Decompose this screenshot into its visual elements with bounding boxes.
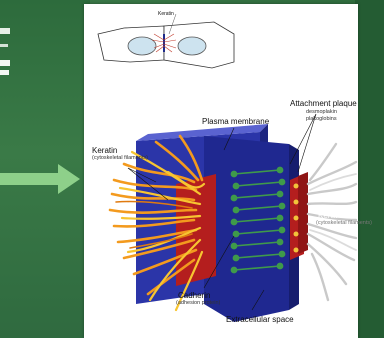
keratin-left-label: Keratin (92, 147, 117, 155)
keratin-right-label: Keratin (318, 212, 343, 220)
cadherin-sublabel: (adhesion protein) (176, 301, 220, 307)
desmoplakin-label: desmoplakin (306, 110, 337, 116)
desmosome-diagram-panel: Keratin Plasma membrane Attachment plaqu… (84, 4, 358, 338)
arrow-right-icon (0, 164, 82, 194)
inset-keratin-label: Keratin (158, 12, 174, 17)
attachment-plaque-label: Attachment plaque (290, 100, 357, 108)
cadherin-label: Cadherin (178, 292, 210, 300)
background-right-band (355, 0, 384, 338)
background-glyph-fragment (0, 22, 12, 92)
plasma-membrane-label: Plasma membrane (202, 118, 269, 126)
desmosome-illustration (84, 4, 358, 338)
extracellular-space-label: Extracellular space (226, 316, 294, 324)
inset-cells-drawing (98, 14, 234, 68)
attachment-plaque-right (290, 172, 308, 260)
keratin-left-sublabel: (cytoskeletal filaments) (92, 156, 148, 162)
plakoglobins-label: plakoglobins (306, 117, 337, 123)
keratin-right-sublabel: (cytoskeletal filaments) (316, 221, 372, 227)
